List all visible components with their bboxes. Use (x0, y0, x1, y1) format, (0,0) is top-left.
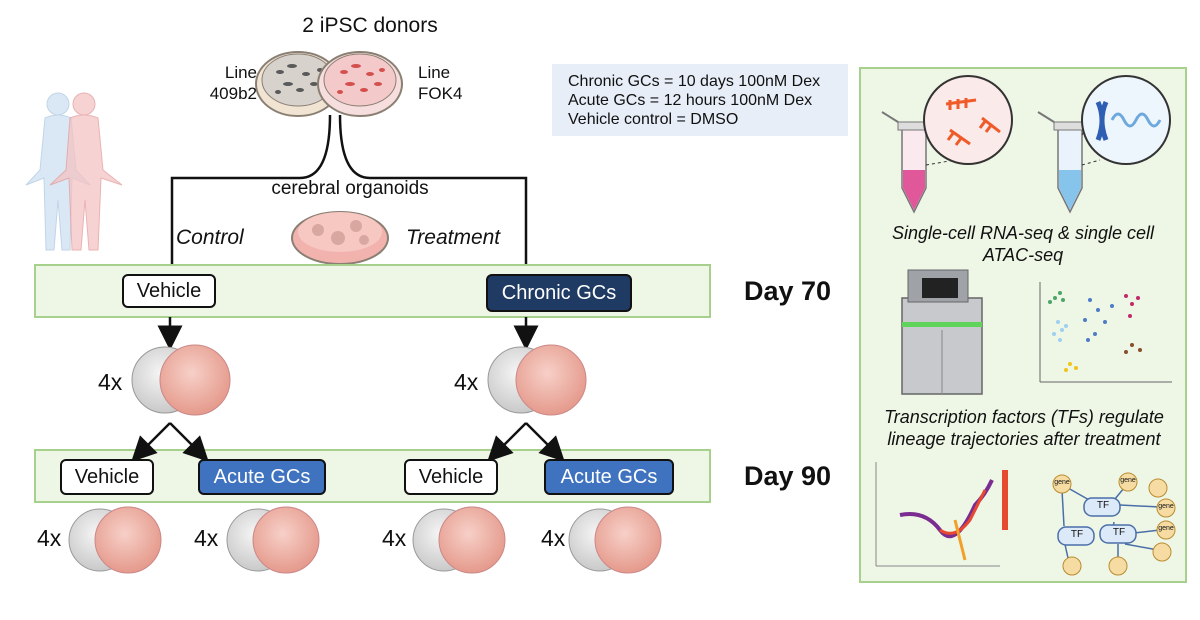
organoid-pair-day90-3 (412, 506, 506, 574)
tf-caption: Transcription factors (TFs) regulate lin… (884, 407, 1164, 449)
gene-node-label: gene (1158, 503, 1174, 510)
donor-line-name: 409b2 (209, 84, 257, 103)
donor-line-name: FOK4 (418, 84, 463, 103)
treatment-branch-line (338, 114, 528, 265)
day70-vehicle-box: Vehicle (122, 274, 216, 308)
rna-tube-icon (881, 75, 1013, 214)
legend-line: Acute GCs = 12 hours 100nM Dex (568, 92, 813, 109)
day90-vehicle-box-1: Vehicle (60, 459, 154, 495)
replicate-count: 4x (37, 525, 62, 551)
organoid-pair-day90-4 (568, 506, 662, 574)
assay-caption: Single-cell RNA-seq & single cell ATAC-s… (891, 223, 1155, 265)
umap-scatter-icon (1039, 282, 1172, 383)
gene-node-label: gene (1158, 525, 1174, 532)
tf-node-label: TF (1112, 527, 1126, 538)
atac-tube-icon (1037, 75, 1171, 214)
control-branch-line (170, 114, 332, 265)
day90-acute-gcs-box-1: Acute GCs (198, 459, 326, 495)
tf-network-icon (1052, 472, 1176, 576)
legend-line: Chronic GCs = 10 days 100nM Dex (568, 73, 821, 90)
gene-node-label: gene (1120, 477, 1136, 484)
day90-acute-gcs-box-2: Acute GCs (544, 459, 674, 495)
tf-node-label: TF (1070, 529, 1084, 540)
organoid-pair-day90-1 (68, 506, 162, 574)
legend-line: Vehicle control = DMSO (568, 111, 739, 128)
trajectory-plot-icon (875, 462, 1008, 567)
day70-chronic-gcs-box: Chronic GCs (486, 274, 632, 312)
donor-silhouettes (25, 92, 123, 251)
treatment-branch-label: Treatment (406, 226, 501, 249)
gene-node-label: gene (1054, 479, 1070, 486)
organoid-pair-day70-control (131, 344, 231, 416)
replicate-count: 4x (454, 369, 479, 395)
organoid-dish (291, 211, 389, 265)
donor-line-label: Line (224, 63, 257, 82)
replicate-count: 4x (98, 369, 123, 395)
tf-node-label: TF (1096, 500, 1110, 511)
day90-label: Day 90 (744, 461, 832, 491)
treatment-legend: Chronic GCs = 10 days 100nM Dex Acute GC… (552, 64, 848, 136)
organoid-pair-day90-2 (226, 506, 320, 574)
donor-line-label: Line (418, 63, 451, 82)
sequencer-icon (901, 269, 983, 395)
organoid-pair-day70-treatment (487, 344, 587, 416)
replicate-count: 4x (194, 525, 219, 551)
control-branch-label: Control (176, 226, 244, 249)
day70-label: Day 70 (744, 276, 832, 306)
donor-line-409b2: Line 409b2 (197, 62, 257, 104)
replicate-count: 4x (382, 525, 407, 551)
donors-title: 2 iPSC donors (302, 14, 438, 37)
day90-vehicle-box-2: Vehicle (404, 459, 498, 495)
replicate-count: 4x (541, 525, 566, 551)
donor-line-fok4: Line FOK4 (418, 62, 488, 104)
ipsc-dishes (255, 51, 403, 117)
organoid-label: cerebral organoids (271, 178, 429, 199)
